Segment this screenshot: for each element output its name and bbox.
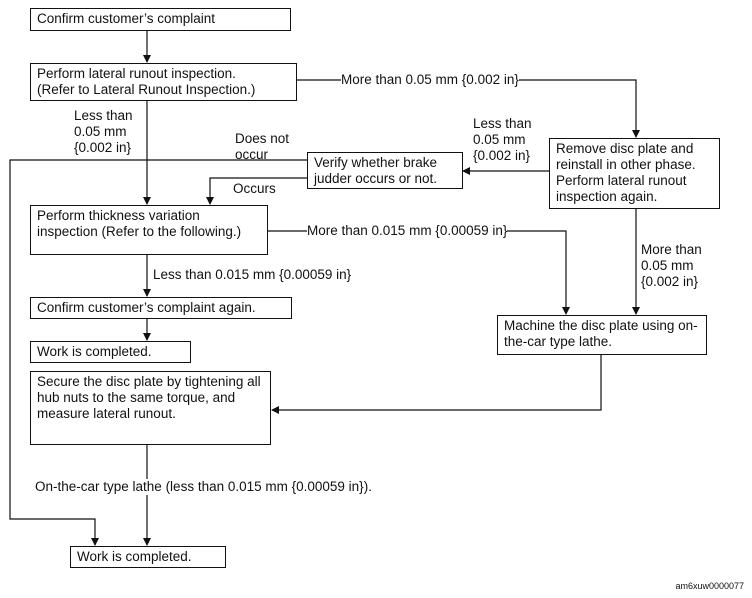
label-occurs: Occurs <box>233 181 276 197</box>
machine-disc-plate-box: Machine the disc plate using on-the-car … <box>497 315 707 355</box>
label-less-than-005-right: Less than 0.05 mm {0.002 in} <box>473 116 532 163</box>
work-completed-box-1: Work is completed. <box>30 341 191 363</box>
label-more-than-005-right: More than 0.05 mm {0.002 in} <box>641 242 702 289</box>
secure-disc-plate-box: Secure the disc plate by tightening all … <box>30 371 271 445</box>
lateral-runout-inspection-box: Perform lateral runout inspection. (Refe… <box>30 63 297 101</box>
label-more-than-0015: More than 0.015 mm {0.00059 in} <box>307 223 508 239</box>
label-does-not-occur: Does not occur <box>235 131 290 162</box>
label-on-the-car-lathe: On-the-car type lathe (less than 0.015 m… <box>35 479 372 495</box>
label-less-than-005-left: Less than 0.05 mm {0.002 in} <box>74 108 133 155</box>
arrow-machine-to-secure <box>271 354 602 414</box>
figure-id: am6xuw0000077 <box>675 581 744 591</box>
verify-brake-judder-box: Verify whether brake judder occurs or no… <box>307 152 463 189</box>
confirm-complaint-again-box: Confirm customer’s complaint again. <box>30 297 292 319</box>
label-more-than-005-top: More than 0.05 mm {0.002 in} <box>341 72 519 88</box>
arrow-lateral-to-remove <box>297 79 640 138</box>
confirm-complaint-box: Confirm customer’s complaint <box>30 8 291 31</box>
arrow-verify-to-thickness <box>206 177 307 205</box>
arrow-verify-to-work-completed <box>9 159 307 546</box>
work-completed-box-2: Work is completed. <box>70 546 226 568</box>
label-less-than-0015: Less than 0.015 mm {0.00059 in} <box>153 267 352 282</box>
remove-disc-plate-box: Remove disc plate and reinstall in other… <box>549 138 720 209</box>
thickness-variation-inspection-box: Perform thickness variation inspection (… <box>30 205 268 255</box>
